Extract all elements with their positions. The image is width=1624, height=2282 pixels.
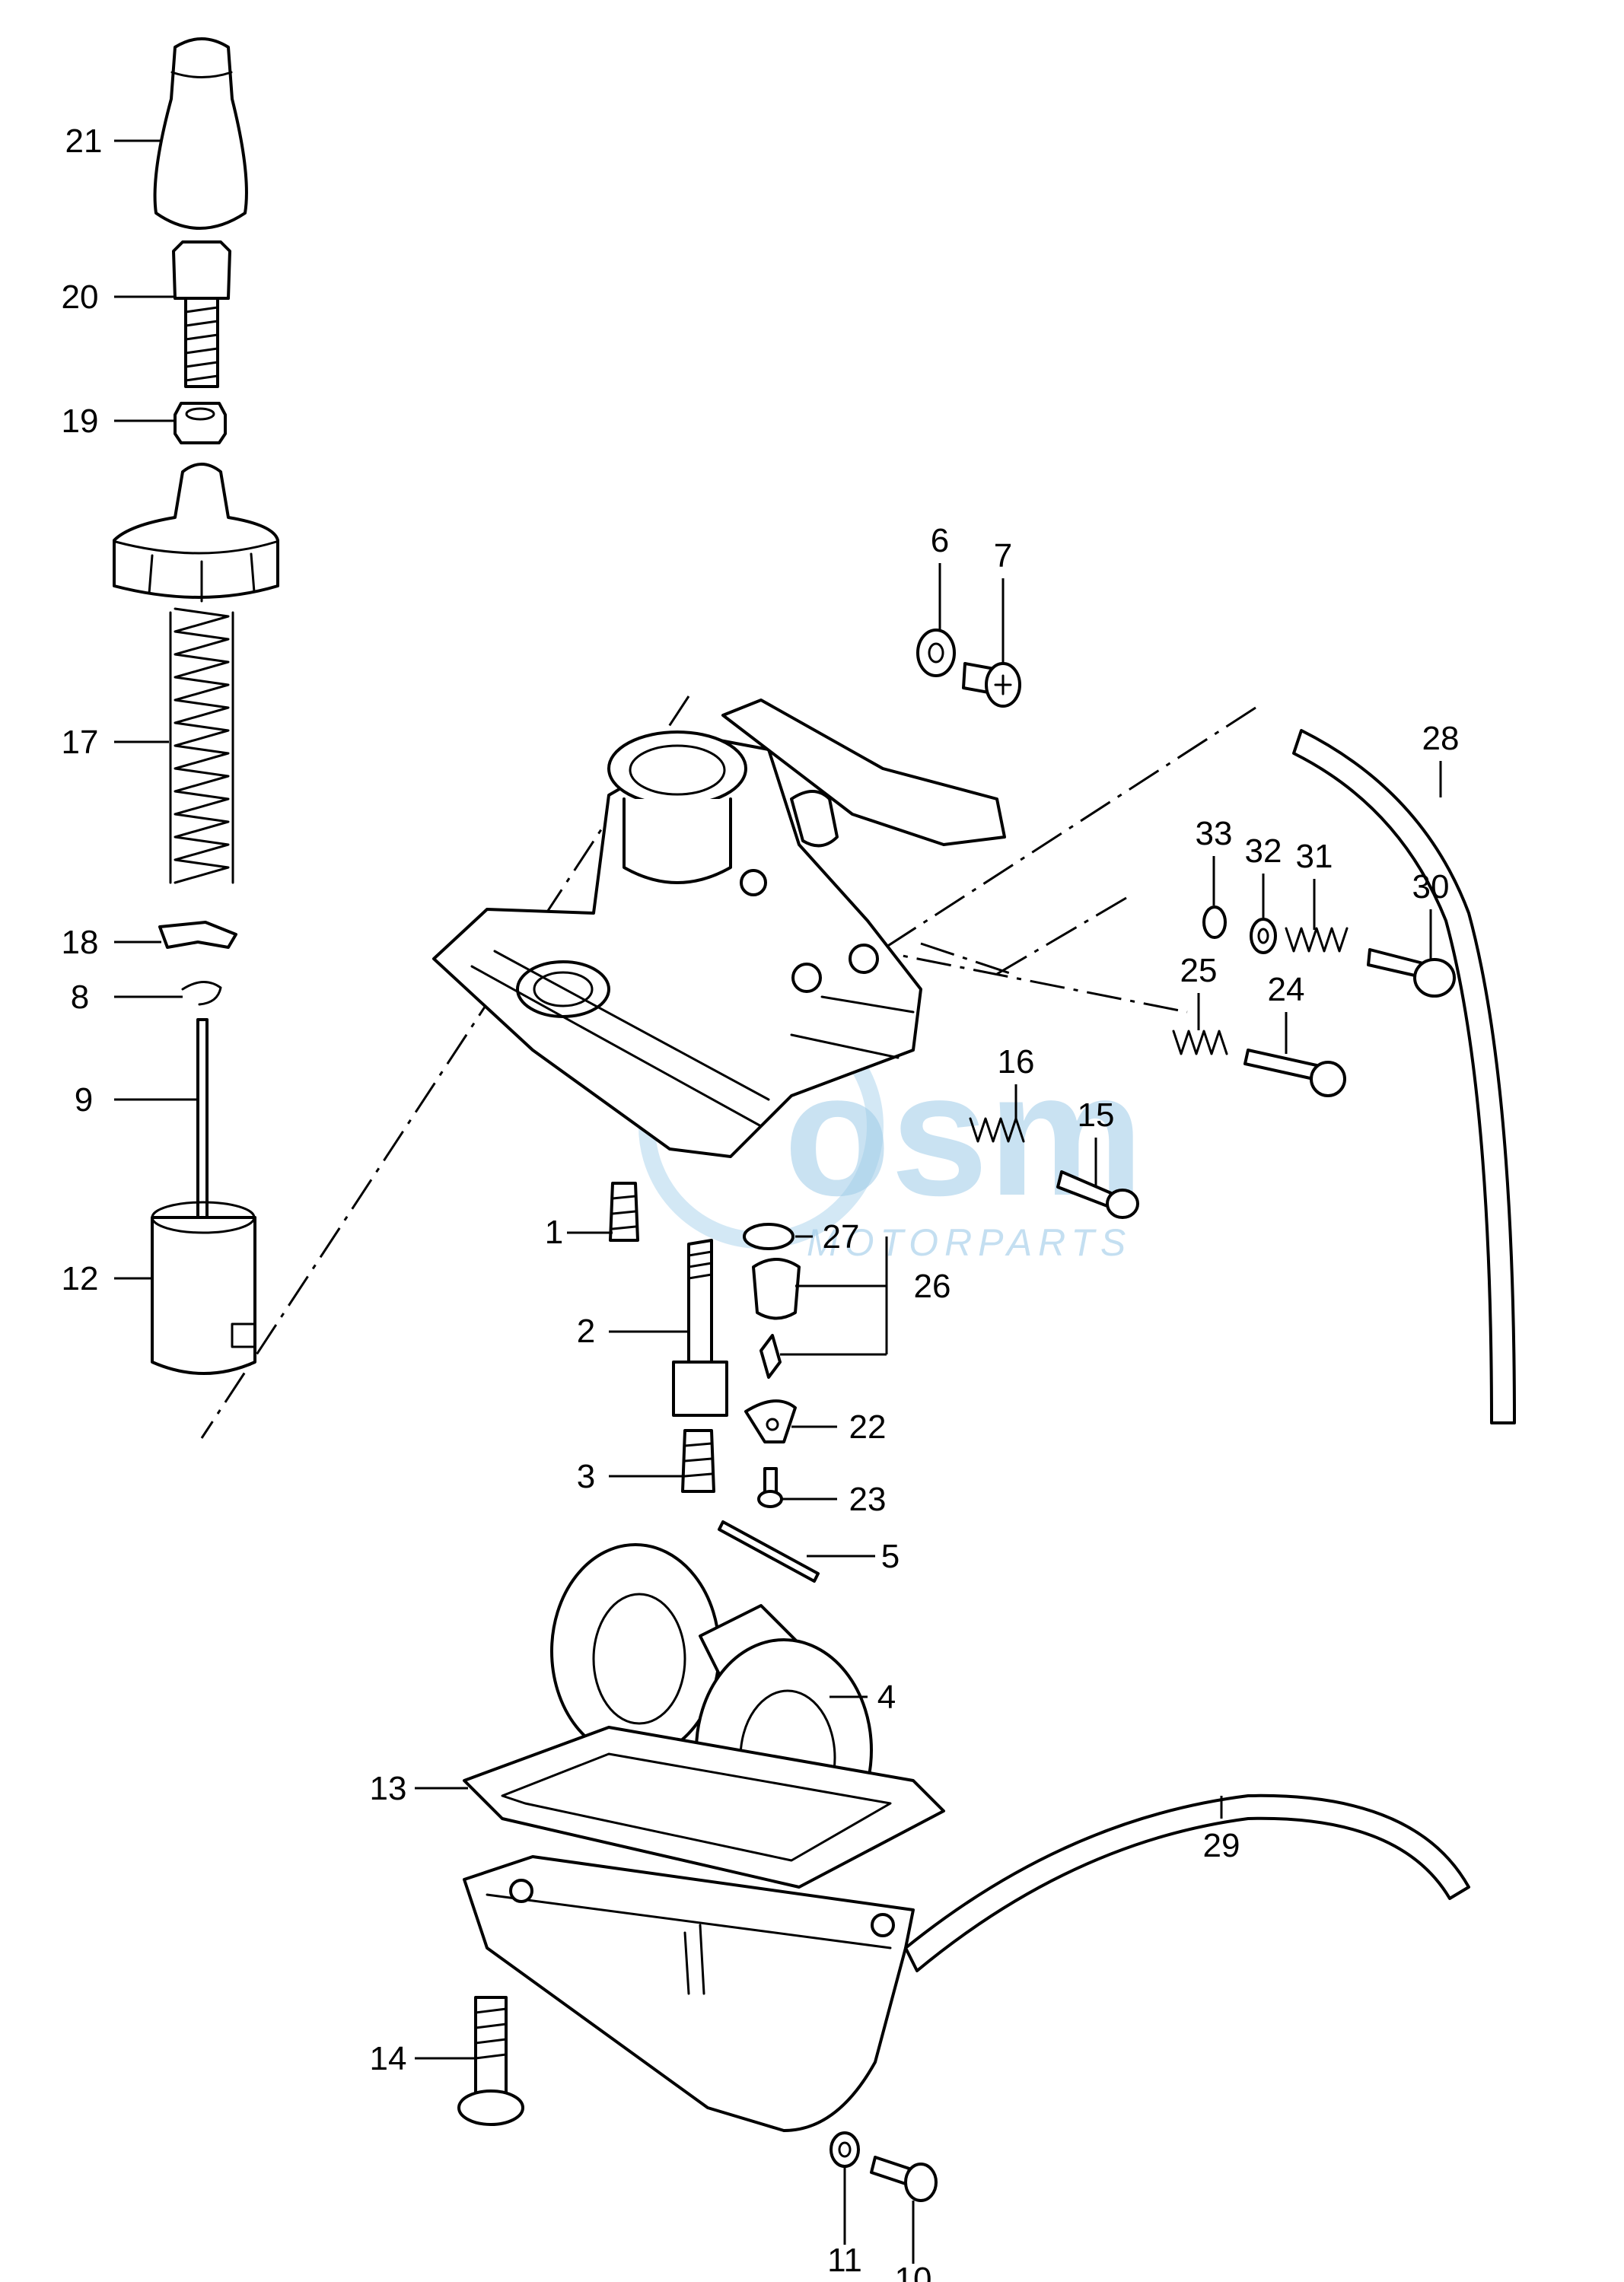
callout-23: 23 [849, 1481, 887, 1518]
part-32-washer [1250, 918, 1277, 954]
part-17-spring [169, 607, 234, 884]
callout-26: 26 [914, 1268, 951, 1305]
callout-20: 20 [62, 278, 99, 316]
part-8-e-ring [181, 981, 222, 1006]
callout-15: 15 [1078, 1096, 1115, 1134]
watermark-subtitle: MOTORPARTS [807, 1221, 1132, 1264]
callout-17: 17 [62, 724, 99, 761]
watermark: osm MOTORPARTS [638, 1004, 1144, 1264]
part-16-spring [969, 1117, 1025, 1143]
part-19-nut [174, 402, 227, 444]
callout-27: 27 [823, 1218, 860, 1256]
part-21-rubber-cap [153, 37, 248, 230]
part-27-o-ring [743, 1223, 794, 1250]
part-1-jet [609, 1182, 639, 1242]
callout-31: 31 [1296, 838, 1333, 875]
part-10-drain-screw [870, 2156, 938, 2202]
part-5-pin [718, 1520, 820, 1583]
callout-12: 12 [62, 1260, 99, 1297]
part-25-spring [1172, 1030, 1228, 1055]
callout-4: 4 [877, 1679, 896, 1716]
callout-9: 9 [75, 1081, 93, 1119]
callout-1: 1 [545, 1214, 563, 1251]
part-14-screw [457, 1996, 524, 2126]
callout-24: 24 [1268, 971, 1305, 1008]
part-15-needle [1056, 1170, 1139, 1219]
part-valve-clip [759, 1334, 782, 1379]
callout-16: 16 [998, 1043, 1035, 1081]
part-20-adjuster [172, 240, 231, 388]
leader-lines [114, 139, 1442, 2264]
part-11-washer [830, 2131, 860, 2168]
part-28-hose [1292, 729, 1516, 1424]
part-2-needle-jet [672, 1239, 728, 1417]
part-3-main-jet [681, 1429, 715, 1493]
part-23-screw [757, 1467, 783, 1508]
callout-labels: 1 2 3 4 5 6 7 8 9 10 11 12 13 14 15 16 1… [62, 123, 1460, 2282]
callout-29: 29 [1203, 1827, 1240, 1864]
callout-10: 10 [895, 2261, 932, 2282]
part-9-needle [196, 1018, 209, 1242]
part-22-plate [744, 1399, 797, 1443]
callout-28: 28 [1422, 720, 1460, 757]
callout-7: 7 [994, 537, 1012, 574]
callout-2: 2 [577, 1313, 595, 1350]
part-18-clip [158, 921, 237, 949]
callout-5: 5 [881, 1538, 900, 1575]
callout-25: 25 [1180, 952, 1218, 989]
part-33-o-ring [1202, 905, 1227, 939]
part-7-screw [962, 662, 1021, 708]
part-top-cap [113, 463, 279, 603]
part-6-washer [916, 629, 956, 677]
callout-30: 30 [1412, 868, 1450, 905]
callout-32: 32 [1245, 832, 1282, 870]
callout-18: 18 [62, 924, 99, 961]
part-24-stop-screw [1243, 1049, 1346, 1097]
callout-11: 11 [827, 2242, 862, 2279]
part-float-bowl [463, 1855, 915, 2132]
carburetor-body [432, 699, 1006, 1158]
callout-21: 21 [65, 123, 103, 160]
part-26-valve-seat [752, 1258, 801, 1320]
part-30-air-screw [1367, 948, 1456, 998]
part-13-gasket [463, 1726, 945, 1889]
callout-8: 8 [71, 979, 89, 1016]
callout-13: 13 [370, 1770, 407, 1807]
callout-3: 3 [577, 1458, 595, 1495]
callout-14: 14 [370, 2040, 407, 2077]
callout-19: 19 [62, 403, 99, 440]
callout-6: 6 [931, 522, 949, 559]
part-31-spring [1285, 927, 1349, 953]
callout-33: 33 [1196, 815, 1233, 852]
part-12-throttle-valve [151, 1201, 256, 1375]
callout-22: 22 [849, 1408, 887, 1446]
part-29-drain-hose [904, 1793, 1470, 1972]
